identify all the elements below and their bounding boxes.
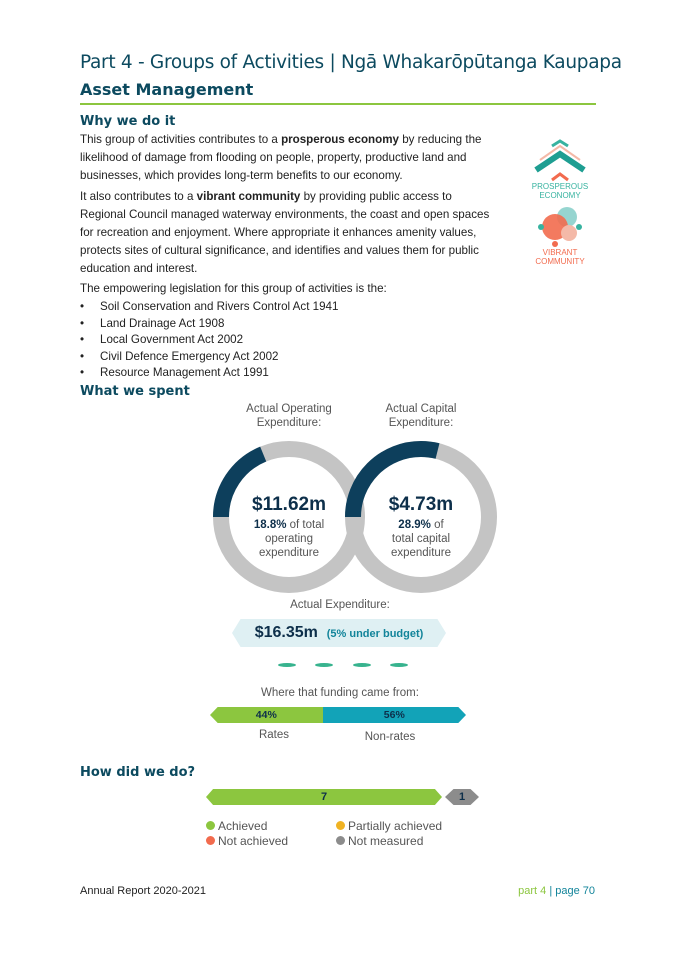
capital-summary: $4.73m 28.9% of total capital expenditure bbox=[346, 494, 496, 560]
text: Not measured bbox=[348, 834, 424, 848]
vibrant-community-icon bbox=[538, 207, 582, 247]
text: by providing public access to Regional C… bbox=[80, 190, 490, 275]
legend: Achieved Partially achieved Not achieved… bbox=[206, 819, 486, 848]
page-number: | page 70 bbox=[549, 885, 595, 897]
funding-bar: 44% 56% bbox=[210, 707, 466, 723]
text: of bbox=[430, 519, 444, 531]
text: Not achieved bbox=[218, 834, 289, 848]
capital-value: $4.73m bbox=[388, 494, 454, 515]
dash bbox=[352, 663, 371, 667]
paragraph-1: This group of activities contributes to … bbox=[80, 131, 500, 185]
text: part 4 bbox=[518, 885, 547, 897]
grey-dot-icon bbox=[336, 836, 345, 845]
budget-note: (5% under budget) bbox=[326, 628, 424, 640]
footer-left: Annual Report 2020-2021 bbox=[80, 885, 206, 897]
emphasis: vibrant community bbox=[196, 190, 301, 203]
text: total capital bbox=[391, 533, 451, 545]
achieved-bar: 7 bbox=[206, 789, 442, 805]
page-title: Part 4 - Groups of Activities | Ngā Whak… bbox=[80, 52, 622, 73]
list-item: Civil Defence Emergency Act 2002 bbox=[80, 349, 338, 366]
text: of total bbox=[286, 519, 325, 531]
operating-percent: 18.8% bbox=[253, 519, 287, 531]
total-label: Actual Expenditure: bbox=[290, 599, 390, 611]
rates-segment: 44% bbox=[210, 707, 323, 723]
operating-value: $11.62m bbox=[252, 494, 326, 515]
text: by reducing the likelihood of damage fro… bbox=[80, 133, 482, 182]
legend-not-measured: Not measured bbox=[336, 834, 486, 848]
legend-achieved: Achieved bbox=[206, 819, 336, 833]
capital-percent: 28.9% bbox=[398, 519, 431, 531]
text: COMMUNITY bbox=[535, 257, 585, 266]
text: ECONOMY bbox=[539, 191, 581, 200]
text: Actual Operating bbox=[246, 403, 332, 415]
text: Expenditure: bbox=[256, 417, 322, 429]
text: PROSPEROUS bbox=[531, 182, 589, 191]
list-item: Local Government Act 2002 bbox=[80, 332, 338, 349]
text: This group of activities contributes to … bbox=[80, 133, 282, 146]
non-rates-label: Non-rates bbox=[364, 731, 416, 743]
paragraph-2: It also contributes to a vibrant communi… bbox=[80, 188, 500, 278]
legend-not-achieved: Not achieved bbox=[206, 834, 336, 848]
total-value: $16.35m bbox=[254, 624, 318, 641]
total-banner: $16.35m (5% under budget) bbox=[232, 619, 446, 647]
non-rates-segment: 56% bbox=[322, 707, 466, 723]
footer-right: part 4 | page 70 bbox=[518, 885, 595, 897]
divider bbox=[80, 103, 596, 105]
how-heading: How did we do? bbox=[80, 765, 196, 780]
dash bbox=[278, 663, 296, 667]
text: Achieved bbox=[218, 819, 268, 833]
spent-heading: What we spent bbox=[80, 384, 190, 399]
text: expenditure bbox=[258, 547, 320, 559]
dash bbox=[389, 663, 408, 667]
text: It also contributes to a bbox=[80, 190, 197, 203]
legend-partial: Partially achieved bbox=[336, 819, 486, 833]
dash-separator bbox=[278, 663, 408, 667]
text: Actual Capital bbox=[385, 403, 457, 415]
text: Expenditure: bbox=[388, 417, 454, 429]
red-dot-icon bbox=[206, 836, 215, 845]
paragraph-3: The empowering legislation for this grou… bbox=[80, 282, 387, 295]
text: operating bbox=[265, 533, 313, 545]
green-dot-icon bbox=[206, 821, 215, 830]
prosperous-economy-icon bbox=[534, 139, 586, 182]
legislation-list: Soil Conservation and Rivers Control Act… bbox=[80, 299, 338, 382]
text: expenditure bbox=[390, 547, 452, 559]
not-measured-bar: 1 bbox=[445, 789, 479, 805]
dash bbox=[315, 663, 334, 667]
list-item: Resource Management Act 1991 bbox=[80, 365, 338, 382]
list-item: Soil Conservation and Rivers Control Act… bbox=[80, 299, 338, 316]
text: Partially achieved bbox=[348, 819, 443, 833]
emphasis: prosperous economy bbox=[281, 133, 399, 146]
yellow-dot-icon bbox=[336, 821, 345, 830]
funding-label: Where that funding came from: bbox=[261, 687, 419, 699]
operating-summary: $11.62m 18.8% of total operating expenditu… bbox=[214, 494, 364, 560]
rates-label: Rates bbox=[258, 729, 290, 741]
text: VIBRANT bbox=[542, 248, 578, 257]
why-heading: Why we do it bbox=[80, 114, 176, 129]
list-item: Land Drainage Act 1908 bbox=[80, 316, 338, 333]
section-title: Asset Management bbox=[80, 80, 254, 99]
